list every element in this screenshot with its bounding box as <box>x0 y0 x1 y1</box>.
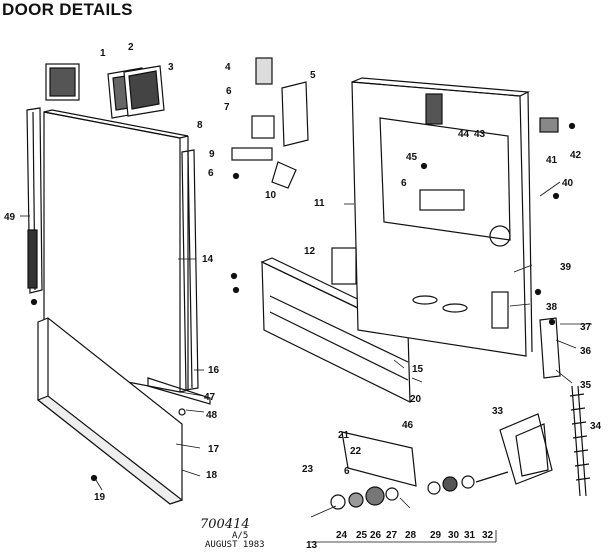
callout-40: 40 <box>562 178 574 189</box>
part-hinge-cam-assembly <box>330 431 509 510</box>
callout-11: 11 <box>314 198 325 209</box>
drawing-number: 700414 <box>200 517 250 532</box>
callout-labels: 1 2 3 4 5 6 7 8 9 6 10 11 12 13 14 15 16… <box>4 42 602 551</box>
callout-39: 39 <box>560 262 572 273</box>
callout-23: 23 <box>302 464 314 475</box>
callout-13: 13 <box>306 540 318 551</box>
callout-1: 1 <box>100 48 106 59</box>
part-nameplate-3 <box>123 65 165 117</box>
part-counterweight-33 <box>499 413 553 485</box>
callout-34: 34 <box>590 421 602 432</box>
callout-9: 9 <box>209 149 215 160</box>
part-side-trim-49 <box>26 107 43 294</box>
callout-41: 41 <box>546 155 558 166</box>
callout-5: 5 <box>310 70 316 81</box>
callout-49: 49 <box>4 212 16 223</box>
callout-45: 45 <box>406 152 418 163</box>
part-hinge-12 <box>331 247 357 285</box>
callout-3: 3 <box>168 62 174 73</box>
callout-27: 27 <box>386 530 398 541</box>
part-spring-34 <box>569 385 591 497</box>
callout-4: 4 <box>225 62 231 73</box>
callout-6a: 6 <box>226 86 232 97</box>
part-hinge-35 <box>539 317 561 379</box>
callout-48: 48 <box>206 410 218 421</box>
callout-18: 18 <box>206 470 218 481</box>
callout-43: 43 <box>474 129 486 140</box>
callout-8: 8 <box>197 120 203 131</box>
callout-42: 42 <box>570 150 582 161</box>
callout-12: 12 <box>304 246 316 257</box>
part-bracket-47 <box>147 377 211 416</box>
callout-35: 35 <box>580 380 592 391</box>
part-inner-liner-11 <box>351 77 533 357</box>
callout-6c: 6 <box>401 178 407 189</box>
callout-15: 15 <box>412 364 424 375</box>
drawing-date: AUGUST 1983 <box>205 540 265 550</box>
part-latch-41 <box>539 117 559 133</box>
callout-36: 36 <box>580 346 592 357</box>
callout-26: 26 <box>370 530 382 541</box>
revision-code: A/5 <box>232 531 249 541</box>
callout-10: 10 <box>265 190 277 201</box>
callout-30: 30 <box>448 530 460 541</box>
callout-19: 19 <box>94 492 106 503</box>
callout-44: 44 <box>458 129 470 140</box>
callout-33: 33 <box>492 406 504 417</box>
callout-24: 24 <box>336 530 348 541</box>
callout-29: 29 <box>430 530 442 541</box>
callout-37: 37 <box>580 322 592 333</box>
part-outer-panel-14 <box>43 109 189 393</box>
callout-31: 31 <box>464 530 476 541</box>
callout-6d: 6 <box>344 466 350 477</box>
callout-46: 46 <box>402 420 414 431</box>
callout-6b: 6 <box>208 168 214 179</box>
part-hinge-38 <box>491 291 509 329</box>
callout-14: 14 <box>202 254 214 265</box>
callout-25: 25 <box>356 530 368 541</box>
callout-7: 7 <box>224 102 230 113</box>
callout-47: 47 <box>204 392 216 403</box>
callout-21: 21 <box>338 430 350 441</box>
callout-20: 20 <box>410 394 422 405</box>
callout-32: 32 <box>482 530 494 541</box>
callout-38: 38 <box>546 302 558 313</box>
part-kick-panel-18 <box>36 317 184 505</box>
callout-28: 28 <box>405 530 417 541</box>
part-nameplate-1 <box>45 63 80 101</box>
callout-16: 16 <box>208 365 220 376</box>
part-latch-assembly-5 <box>231 57 309 189</box>
callout-17: 17 <box>208 444 220 455</box>
page-title: DOOR DETAILS <box>2 0 133 19</box>
callout-2: 2 <box>128 42 134 53</box>
callout-22: 22 <box>350 446 362 457</box>
part-side-strip-16 <box>181 149 199 391</box>
